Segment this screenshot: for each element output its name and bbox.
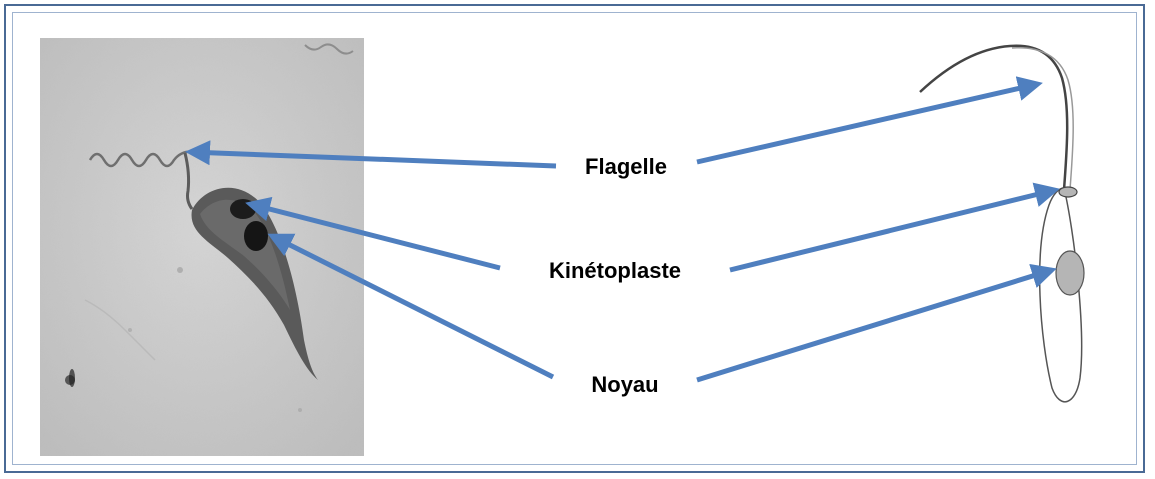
kinetoplast-organelle: [1059, 187, 1077, 197]
label-noyau: Noyau: [591, 372, 658, 397]
schematic-drawing: [920, 46, 1084, 402]
label-kinetoplaste: Kinétoplaste: [549, 258, 681, 283]
arrow-kinetoplaste-right: [730, 190, 1055, 270]
micrograph-image: [40, 38, 364, 456]
arrow-flagelle-right: [697, 84, 1038, 162]
arrow-noyau-right: [697, 270, 1052, 380]
nucleus-organelle: [1056, 251, 1084, 295]
label-flagelle: Flagelle: [585, 154, 667, 179]
